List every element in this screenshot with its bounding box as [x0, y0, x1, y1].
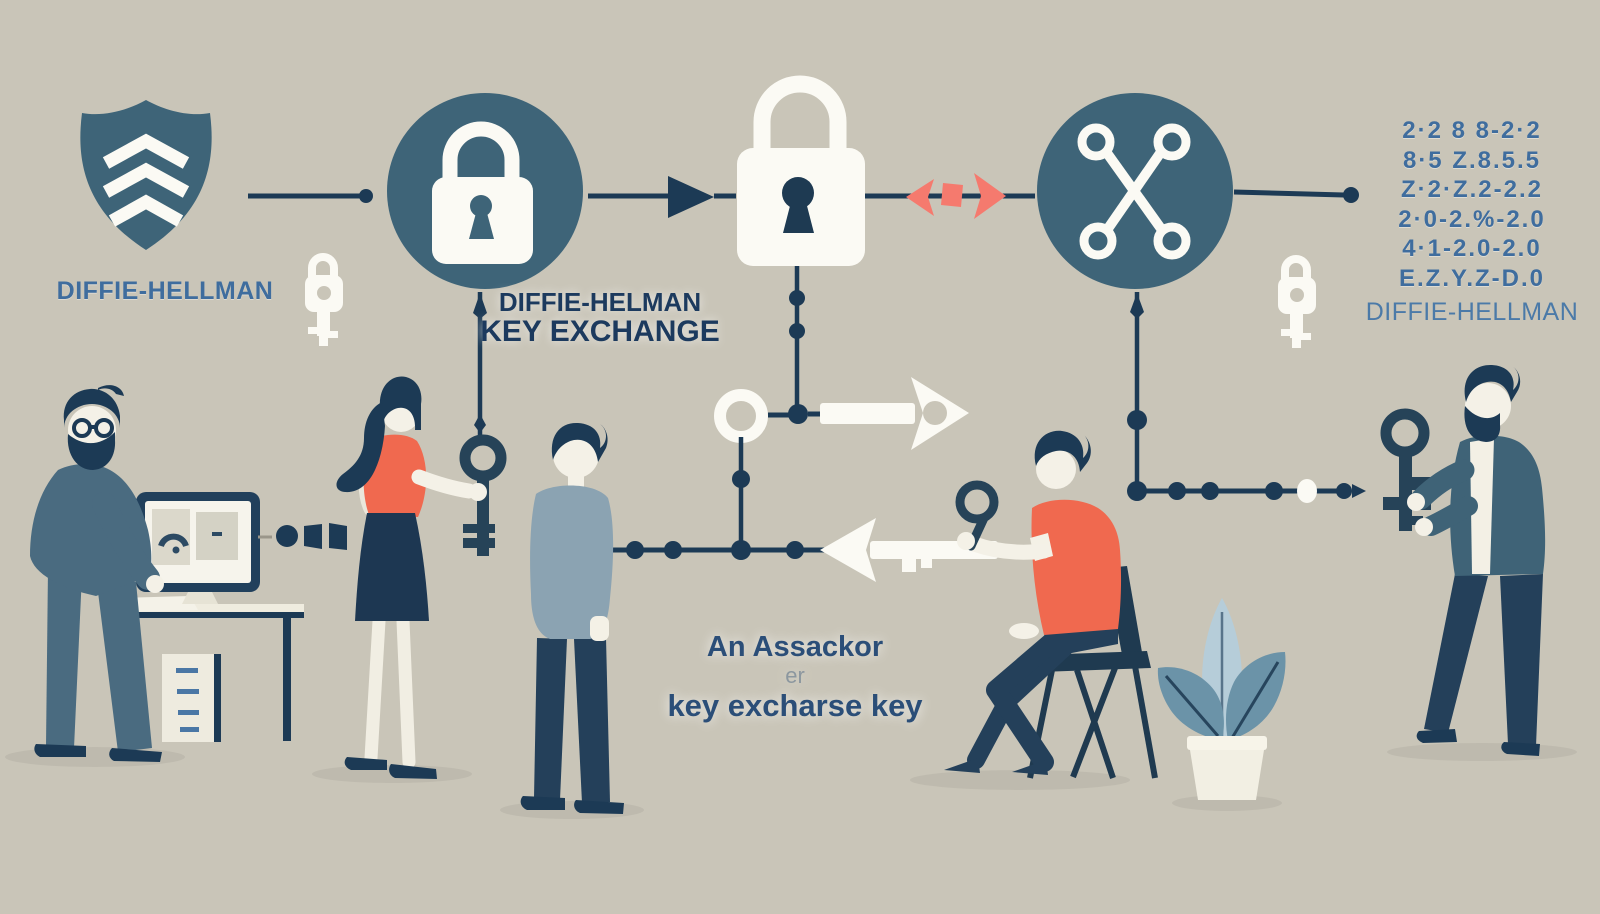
- shield-caption: DIFFIE-HELLMAN: [56, 277, 274, 305]
- person-standing-man: [520, 422, 624, 814]
- exchange-caption-line1: DIFFIE-HELMAN: [498, 287, 702, 317]
- white-arrow-right-icon: [820, 377, 969, 450]
- connector-monitor-to-woman: [258, 523, 347, 550]
- matrix-row: Z·2·Z.2-2.2: [1400, 176, 1544, 203]
- attacker-caption-line1: An Assackor: [706, 631, 884, 663]
- shirt: [1470, 438, 1494, 574]
- padlock-circle-icon: [387, 93, 583, 289]
- shirt: [1031, 499, 1122, 635]
- beard: [1464, 406, 1501, 442]
- monitor-icon: [120, 492, 260, 612]
- person-seated-man: [944, 430, 1122, 775]
- shield-icon: [80, 100, 212, 250]
- matrix-row: 2·0-2.%-2.0: [1398, 205, 1546, 233]
- connector-to-matrix: [1233, 187, 1359, 203]
- hand: [146, 575, 164, 593]
- mini-lock-key-icon: [305, 253, 343, 346]
- hand: [469, 483, 487, 501]
- hair: [379, 376, 422, 430]
- attacker-caption-line2: er: [785, 663, 805, 688]
- matrix-caption: DIFFIE-HELLMAN: [1365, 298, 1579, 326]
- sweater: [530, 485, 614, 639]
- hair: [1034, 430, 1091, 472]
- attacker-caption: An Assackor er key excharse key: [640, 630, 950, 724]
- skirt: [355, 513, 429, 621]
- crossed-keys-circle-icon: [1037, 93, 1233, 289]
- cuff: [590, 616, 609, 641]
- paper: [120, 596, 198, 612]
- matrix-row: 2·2 8 8-2·2: [1402, 117, 1542, 144]
- plant-icon: [1157, 598, 1286, 800]
- drop-line-padlock: [714, 266, 822, 443]
- hair: [1464, 364, 1521, 402]
- exchange-caption-line2: KEY EXCHANGE: [480, 315, 720, 348]
- hand: [957, 532, 975, 550]
- matrix-row: E.Z.Y.Z-D.0: [1398, 264, 1546, 292]
- number-matrix: 2·2 8 8-2·2 8·5 Z.8.5.5 Z·2·Z.2-2.2 2·0-…: [1358, 116, 1586, 293]
- person-woman: [336, 376, 487, 779]
- hair: [551, 422, 608, 462]
- person-right-man: [1380, 364, 1546, 756]
- arrow-right-icon: [588, 176, 736, 218]
- magnifier-key-icon: [955, 480, 999, 524]
- exchange-caption: DIFFIE-HELMAN KEY EXCHANGE: [465, 288, 735, 348]
- drop-line-circle1: [473, 292, 487, 440]
- exchange-arrows-icon: [865, 173, 1035, 219]
- face: [1036, 449, 1076, 489]
- person-desk-man: [30, 385, 164, 762]
- large-key-icon: [1380, 408, 1430, 458]
- ring-node-icon: [714, 389, 768, 443]
- hand: [1407, 493, 1425, 511]
- beard: [67, 432, 116, 470]
- matrix-row: 8·5 Z.8.5.5: [1402, 146, 1542, 174]
- white-padlock-icon: [737, 75, 865, 266]
- drop-line-circle2: [1127, 292, 1366, 503]
- connector-shield-to-lock: [248, 189, 373, 203]
- ground-shadows: [5, 743, 1577, 819]
- hand: [1415, 518, 1433, 536]
- mini-lock-key-icon: [1278, 255, 1316, 348]
- hair: [63, 388, 120, 428]
- mid-connector-lines: [597, 437, 825, 560]
- matrix-row: 4·1-2.0-2.0: [1402, 235, 1542, 262]
- attacker-caption-line3: key excharse key: [667, 688, 923, 723]
